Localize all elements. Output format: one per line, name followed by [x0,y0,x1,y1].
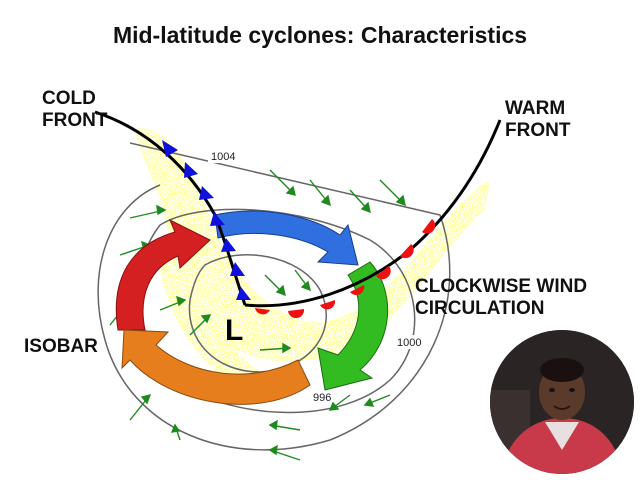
cold-front-label-line1: COLD [42,88,96,109]
presenter-webcam-icon [490,330,634,474]
wind-label-line2: CIRCULATION [415,298,545,319]
arrow-red [115,218,211,331]
cold-front-label-line2: FRONT [42,110,108,131]
isobar-label-outer: 1004 [211,151,235,163]
isobar-outer [97,142,451,451]
circulation-arrows [115,210,389,405]
warm-front-label-line1: WARM [505,98,566,119]
low-pressure-marker: L [225,314,243,347]
isobar-label-inner: 996 [313,392,331,404]
cold-front-label: COLD FRONT [42,88,107,132]
cold-front [94,110,251,306]
wind-label-line1: CLOCKWISE WIND [415,276,588,297]
arrow-green [317,261,389,391]
wind-circulation-label: CLOCKWISE WIND CIRCULATION [415,276,587,320]
warm-front-label-line2: FRONT [505,120,571,141]
cloud-band [135,128,490,395]
arrow-blue [214,210,359,266]
isobar-values: 1004 1000 996 [208,149,428,404]
isobar-label-middle: 1000 [397,337,421,349]
warm-front [244,119,502,319]
presenter-silhouette-icon [490,330,634,474]
page-title: Mid-latitude cyclones: Characteristics [112,22,528,48]
arrow-orange [121,329,311,405]
warm-front-label: WARM FRONT [505,98,570,142]
isobar-label: ISOBAR [24,336,98,357]
